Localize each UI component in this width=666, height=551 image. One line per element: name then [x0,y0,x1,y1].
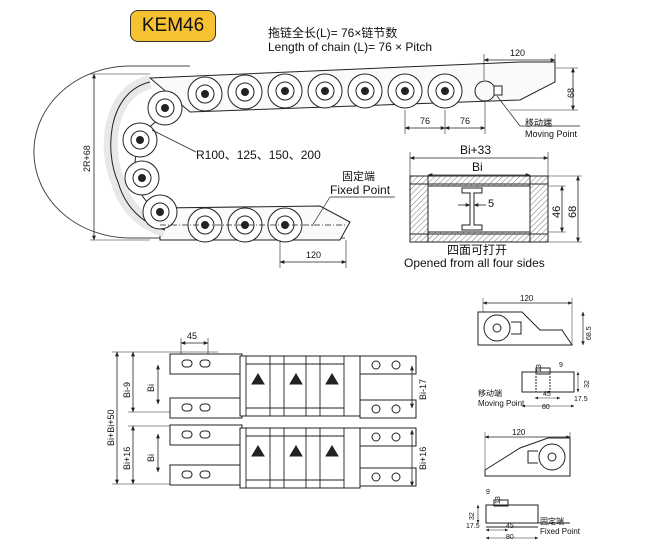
dim-top-120: 120 [510,48,526,58]
moving-bracket-length: 120 [520,294,534,303]
moving-bracket-label-en: Moving Point [478,399,525,408]
dim-lower-a: Bi+16 [122,446,132,470]
fixed-point-cn: 固定端 [342,171,375,183]
dim-pitch-1: 76 [420,116,431,126]
dim-lower-b: Bi [146,453,156,462]
section-caption-cn: 四面可打开 [447,243,508,257]
fixed-bracket-length: 120 [512,428,526,437]
dim-inner-height: 46 [551,205,563,218]
dim-plan-pitch: 45 [187,331,198,341]
length-formula-cn: 拖链全长(L)= 76×链节数 [268,26,398,40]
model-badge: KEM46 [130,10,216,42]
dim-inner-width: Bi [472,160,483,174]
fixed-bracket [476,432,571,540]
dim-web-5: 5 [488,198,495,210]
dim-right-upper: Bi-17 [418,378,428,400]
plan-view [112,338,417,489]
bend-links [122,122,178,230]
length-formula-en: Length of chain (L)= 76 × Pitch [268,40,433,54]
moving-dim-9: 9 [559,362,563,369]
moving-dim-13: 13 [536,364,543,372]
dim-total-width: Bi+Bi+50 [106,409,116,446]
side-view [33,54,580,268]
dim-upper-a: Bi-9 [122,381,132,398]
fixed-bracket-label-en: Fixed Point [540,527,581,536]
dim-section-height: 68 [567,205,579,218]
fixed-dim-9: 9 [486,489,490,496]
moving-dim-45: 45 [543,391,551,398]
moving-point-en: Moving Point [525,129,578,139]
bend-radius-options: R100、125、150、200 [196,148,321,162]
dim-outer-width: Bi+33 [460,143,492,157]
fixed-dim-17-5: 17.5 [466,523,480,530]
fixed-dim-32: 32 [469,512,476,520]
moving-dim-32: 32 [584,380,591,388]
dim-bottom-120: 120 [306,250,322,260]
fixed-bracket-label-cn: 固定端 [540,517,564,526]
moving-point-cn: 移动端 [525,118,553,128]
moving-bracket-height: 68.5 [586,326,593,340]
dim-height-68: 68 [566,87,576,98]
dim-pitch-2: 76 [460,116,471,126]
cross-section [409,152,582,243]
moving-bracket-label-cn: 移动端 [478,389,502,398]
dim-right-lower: Bi+16 [418,446,428,470]
model-name: KEM46 [141,15,205,36]
section-caption-en: Opened from all four sides [404,256,545,270]
fixed-point-en: Fixed Point [330,183,391,197]
moving-dim-17-5: 17.5 [574,396,588,403]
dim-upper-b: Bi [146,383,156,392]
moving-bracket [477,298,585,408]
moving-dim-80: 80 [542,404,550,411]
fixed-dim-45: 45 [506,523,514,530]
dim-outer-height: 2R+68 [82,145,92,172]
top-strand-links [147,73,503,126]
fixed-dim-80: 80 [506,534,514,541]
fixed-dim-13: 13 [495,496,502,504]
